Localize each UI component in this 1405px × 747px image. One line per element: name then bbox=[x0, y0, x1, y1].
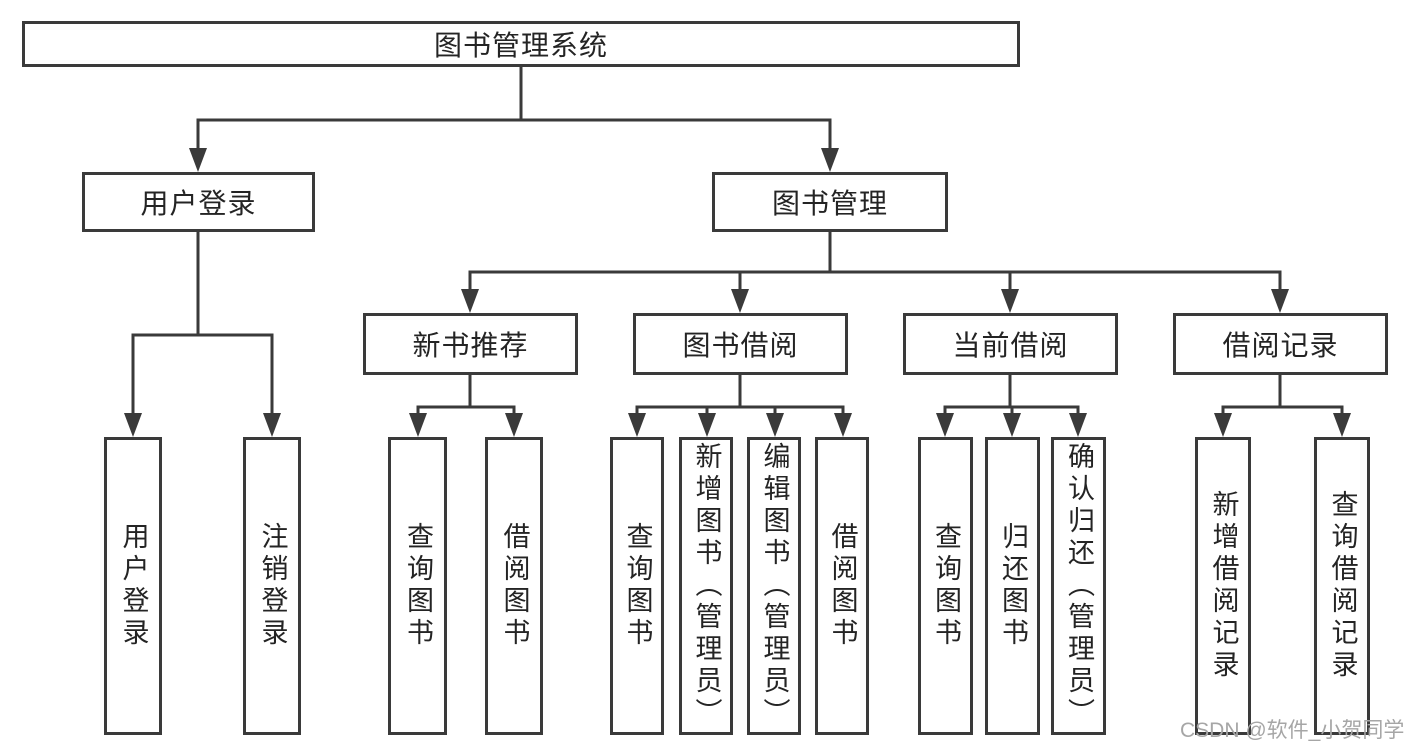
leaf-query-borrow-record-label: 查询借阅记录 bbox=[1327, 490, 1358, 682]
node-user-login-label: 用户登录 bbox=[140, 188, 257, 219]
connector-userlogin-to-leaves bbox=[124, 232, 281, 437]
node-borrow-records-label: 借阅记录 bbox=[1222, 330, 1339, 361]
leaf-recommend-borrow-books: 借阅图书 bbox=[485, 437, 543, 735]
node-new-book-recommend: 新书推荐 bbox=[363, 313, 578, 375]
leaf-logout-label: 注销登录 bbox=[257, 522, 288, 650]
leaf-add-books-admin: 新增图书（管理员） bbox=[679, 437, 733, 735]
leaf-edit-books-admin: 编辑图书（管理员） bbox=[747, 437, 801, 735]
node-borrow-records: 借阅记录 bbox=[1173, 313, 1388, 375]
connector-currentborrow-to-leaves bbox=[936, 375, 1087, 437]
leaf-current-query-books: 查询图书 bbox=[918, 437, 973, 735]
leaf-return-books: 归还图书 bbox=[985, 437, 1040, 735]
node-current-borrow: 当前借阅 bbox=[903, 313, 1118, 375]
node-book-management: 图书管理 bbox=[712, 172, 948, 232]
leaf-borrow-query-books: 查询图书 bbox=[610, 437, 664, 735]
csdn-watermark: CSDN @软件_小贺同学 bbox=[1180, 719, 1405, 742]
leaf-recommend-borrow-books-label: 借阅图书 bbox=[499, 522, 530, 650]
leaf-confirm-return-admin: 确认归还（管理员） bbox=[1051, 437, 1106, 735]
connector-root-to-level2 bbox=[189, 67, 839, 172]
leaf-add-borrow-record: 新增借阅记录 bbox=[1195, 437, 1251, 735]
node-book-borrow-label: 图书借阅 bbox=[682, 330, 799, 361]
node-root-label: 图书管理系统 bbox=[433, 30, 608, 61]
node-book-borrow: 图书借阅 bbox=[633, 313, 848, 375]
node-current-borrow-label: 当前借阅 bbox=[952, 330, 1069, 361]
connector-bookmgmt-to-level3 bbox=[461, 232, 1289, 313]
leaf-current-query-books-label: 查询图书 bbox=[931, 522, 961, 650]
leaf-recommend-query-books: 查询图书 bbox=[388, 437, 447, 735]
leaf-user-login-label: 用户登录 bbox=[118, 522, 149, 650]
node-user-login: 用户登录 bbox=[82, 172, 315, 232]
leaf-confirm-return-admin-label: 确认归还（管理员） bbox=[1064, 442, 1094, 730]
leaf-user-login: 用户登录 bbox=[104, 437, 162, 735]
leaf-borrow-books-label: 借阅图书 bbox=[827, 522, 858, 650]
leaf-logout: 注销登录 bbox=[243, 437, 301, 735]
connector-borrowrecords-to-leaves bbox=[1214, 375, 1351, 437]
leaf-return-books-label: 归还图书 bbox=[998, 522, 1028, 650]
node-book-management-label: 图书管理 bbox=[771, 188, 888, 219]
leaf-add-books-admin-label: 新增图书（管理员） bbox=[691, 442, 722, 730]
leaf-edit-books-admin-label: 编辑图书（管理员） bbox=[759, 442, 790, 730]
leaf-add-borrow-record-label: 新增借阅记录 bbox=[1208, 490, 1239, 682]
leaf-recommend-query-books-label: 查询图书 bbox=[403, 522, 433, 650]
leaf-borrow-query-books-label: 查询图书 bbox=[622, 522, 653, 650]
connector-bookborrow-to-leaves bbox=[628, 375, 852, 437]
connector-newbookrec-to-leaves bbox=[409, 375, 523, 437]
leaf-borrow-books: 借阅图书 bbox=[815, 437, 869, 735]
leaf-query-borrow-record: 查询借阅记录 bbox=[1314, 437, 1370, 735]
node-new-book-recommend-label: 新书推荐 bbox=[412, 330, 529, 361]
node-root-system: 图书管理系统 bbox=[22, 21, 1020, 67]
